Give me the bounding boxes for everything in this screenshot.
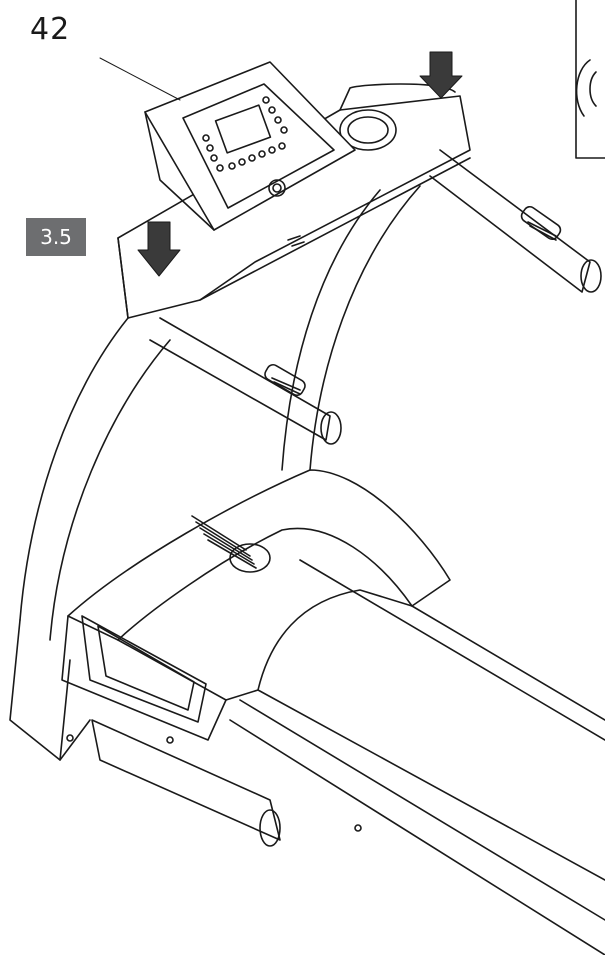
down-arrow-icon (419, 51, 463, 99)
left-handlebar (149, 317, 342, 445)
treadmill-deck (9, 559, 605, 956)
part-leader-line (99, 57, 181, 101)
detail-inset (575, 0, 605, 159)
down-arrow-icon (137, 221, 181, 277)
left-upright (19, 317, 171, 641)
right-handlebar (429, 149, 602, 293)
step-badge: 3.5 (26, 218, 86, 256)
console-housing (144, 61, 356, 231)
console-crossbar (117, 83, 471, 319)
part-number-label: 42 (30, 12, 71, 47)
motor-hood (61, 469, 451, 741)
right-upright (281, 185, 421, 471)
console-buttons (202, 96, 288, 172)
